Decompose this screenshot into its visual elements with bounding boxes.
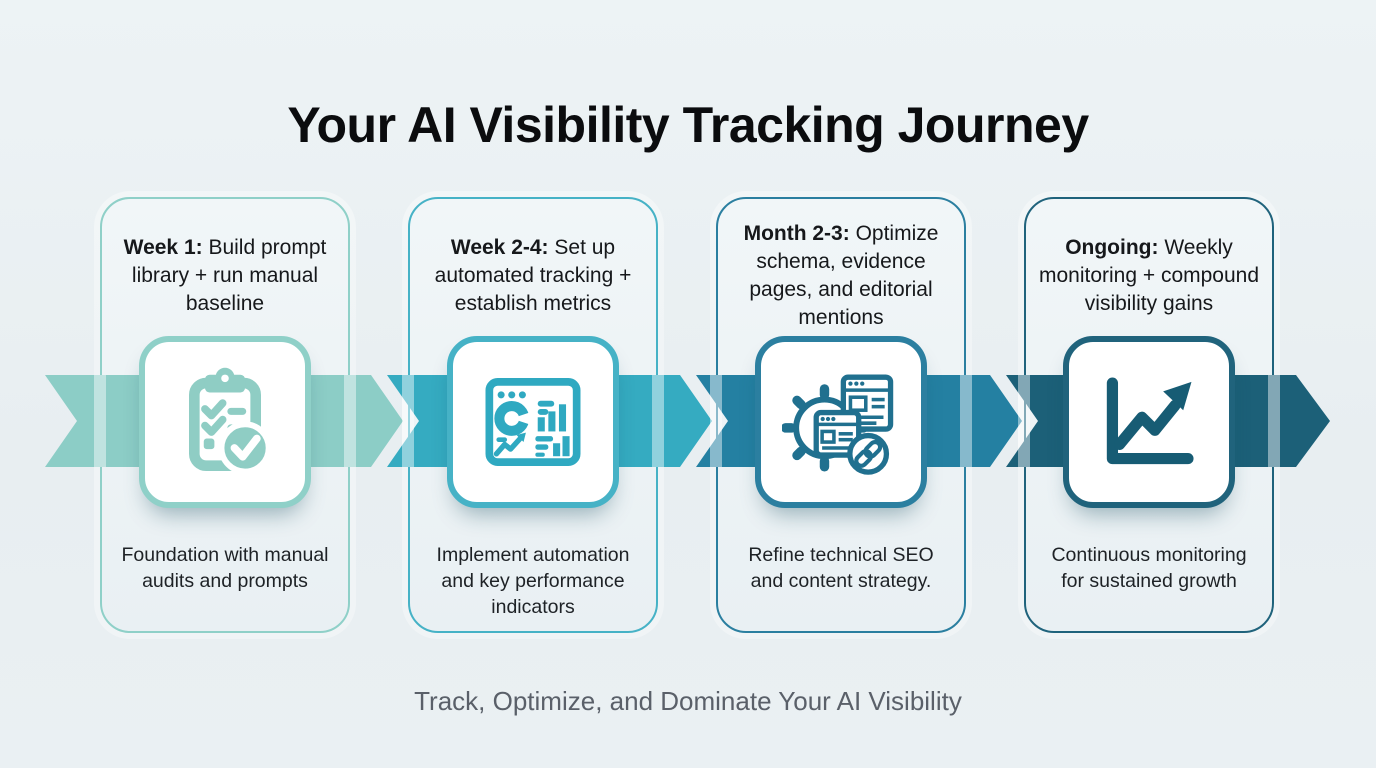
stage-lead: Month 2-3: (743, 222, 850, 246)
stage-heading: Week 1: Build prompt library + run manua… (102, 199, 348, 341)
stage-caption: Implement automation and key performance… (436, 544, 630, 618)
arrow-segment-3 (696, 375, 1022, 467)
stage-heading-text: Build prompt library + run manual baseli… (131, 236, 327, 315)
stage-caption: Foundation with manual audits and prompt… (121, 544, 329, 592)
journey-arrow-band (45, 375, 1330, 467)
stage-heading-text: Optimize schema, evidence pages, and edi… (749, 222, 939, 329)
arrow-segment-4 (1006, 375, 1330, 467)
stage-heading-text: Set up automated tracking + establish me… (434, 236, 632, 315)
card-edge-highlights (94, 375, 1280, 467)
stage-heading: Week 2-4: Set up automated tracking + es… (410, 199, 656, 341)
stage-lead: Week 2-4: (450, 236, 549, 260)
footer-tagline: Track, Optimize, and Dominate Your AI Vi… (414, 686, 962, 716)
stage-caption: Continuous monitoring for sustained grow… (1051, 544, 1247, 592)
stage-lead: Week 1: (123, 236, 203, 260)
stage-lead: Ongoing: (1065, 236, 1159, 260)
stage-heading: Month 2-3: Optimize schema, evidence pag… (718, 199, 964, 341)
stage-heading-text: Weekly monitoring + compound visibility … (1038, 236, 1260, 315)
stage-caption: Refine technical SEO and content strateg… (748, 544, 934, 592)
stage-heading: Ongoing: Weekly monitoring + compound vi… (1026, 199, 1272, 341)
page-title: Your AI Visibility Tracking Journey (287, 96, 1089, 153)
